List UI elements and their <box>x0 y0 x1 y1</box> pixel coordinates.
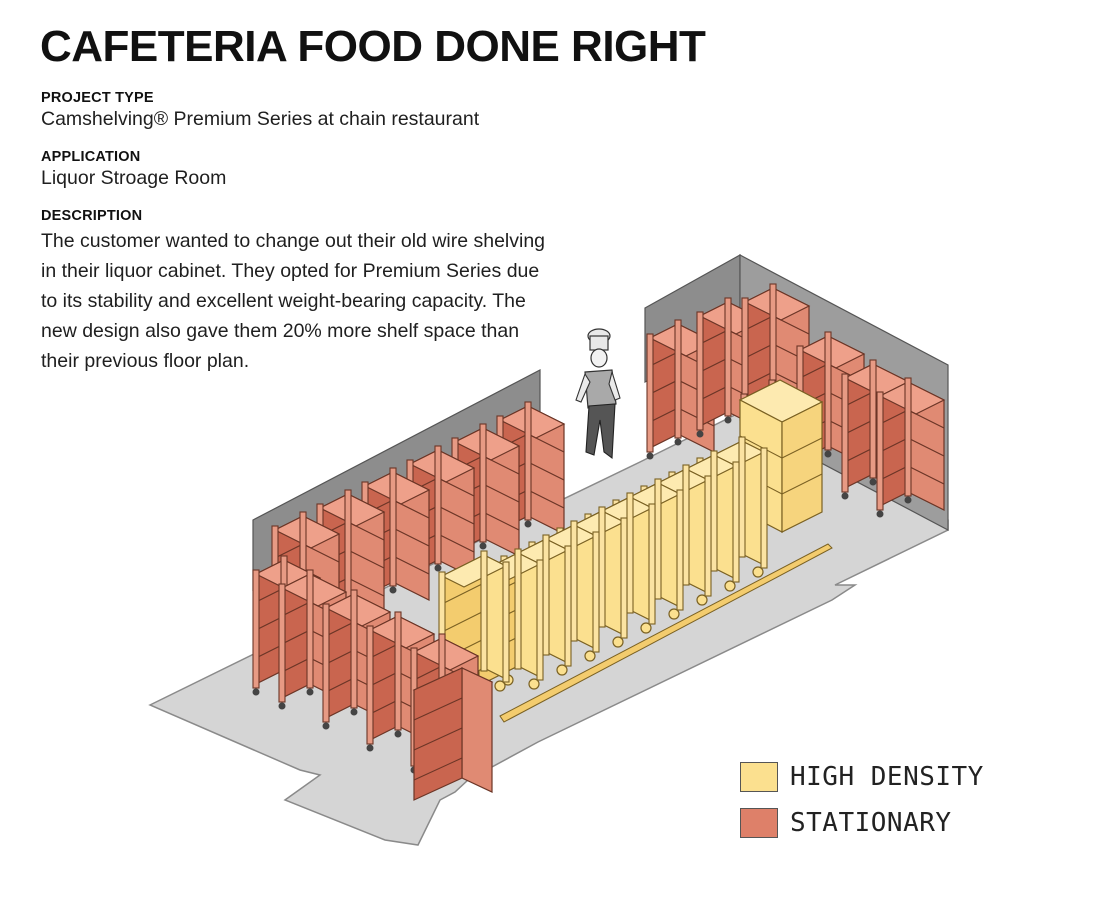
application-label: APPLICATION <box>41 149 141 165</box>
project-type-value: Camshelving® Premium Series at chain res… <box>41 108 480 130</box>
legend: HIGH DENSITY STATIONARY <box>740 760 984 852</box>
project-type-label: PROJECT TYPE <box>41 90 154 106</box>
project-info: PROJECT TYPE Camshelving® Premium Series… <box>41 90 561 376</box>
description-label: DESCRIPTION <box>41 208 143 224</box>
legend-item-high-density: HIGH DENSITY <box>740 760 984 794</box>
page-title: CAFETERIA FOOD DONE RIGHT <box>40 22 706 71</box>
application-value: Liquor Stroage Room <box>41 167 227 189</box>
legend-swatch-stationary <box>740 808 778 838</box>
legend-item-stationary: STATIONARY <box>740 806 984 840</box>
legend-label-stationary: STATIONARY <box>790 808 952 838</box>
legend-swatch-high-density <box>740 762 778 792</box>
chef-figure <box>575 328 621 460</box>
legend-label-high-density: HIGH DENSITY <box>790 762 984 792</box>
description-text: The customer wanted to change out their … <box>41 230 546 372</box>
stationary-row-front-left <box>251 555 494 801</box>
high-density-rows <box>438 379 833 723</box>
